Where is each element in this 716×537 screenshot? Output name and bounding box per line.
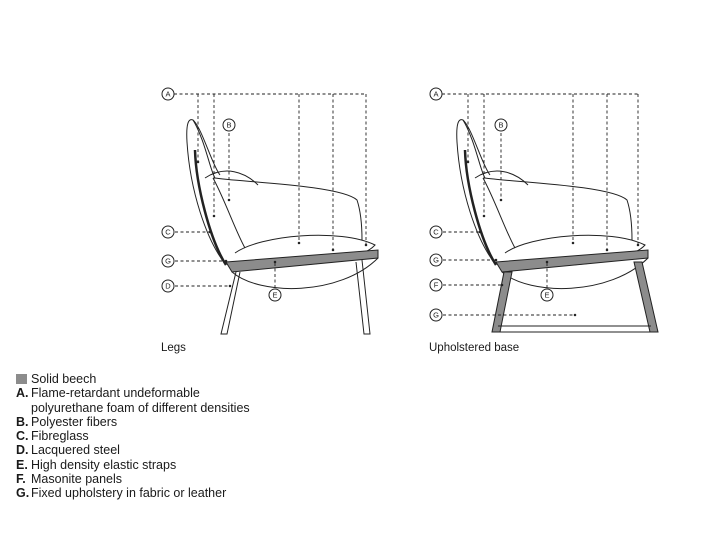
legend-item-c: C. Fibreglass xyxy=(16,429,250,443)
callouts-left: A B C G D E xyxy=(161,87,282,302)
callouts-right: A B C G F E G xyxy=(429,87,554,322)
callout-g: G xyxy=(161,254,175,268)
svg-text:C: C xyxy=(433,228,439,237)
legend-key: C. xyxy=(16,429,29,444)
chair-upholstered-drawing xyxy=(456,119,659,333)
svg-text:F: F xyxy=(434,281,439,290)
legend-text: Fixed upholstery in fabric or leather xyxy=(31,486,227,501)
svg-text:B: B xyxy=(226,121,231,130)
svg-text:C: C xyxy=(165,228,171,237)
legend-key: A. xyxy=(16,386,29,401)
callout-f: F xyxy=(429,278,443,292)
legend-item-a-continuation: polyurethane foam of different densities xyxy=(31,400,250,415)
svg-text:E: E xyxy=(544,291,549,300)
legend-key: B. xyxy=(16,414,29,429)
svg-text:E: E xyxy=(272,291,277,300)
legend-item-e: E. High density elastic straps xyxy=(16,458,250,472)
legend-text: Polyester fibers xyxy=(31,414,118,429)
callout-b: B xyxy=(222,118,236,132)
caption-upholstered-base: Upholstered base xyxy=(429,342,520,354)
legend-key: D. xyxy=(16,443,29,458)
legend-text: High density elastic straps xyxy=(31,457,177,472)
callout-a: A xyxy=(429,87,443,101)
legend-swatch-row: Solid beech xyxy=(16,372,250,386)
svg-text:A: A xyxy=(433,90,438,99)
callout-g-base: G xyxy=(429,308,443,322)
svg-text:B: B xyxy=(498,121,503,130)
legend-item-d: D. Lacquered steel xyxy=(16,443,250,457)
legend-item-b: B. Polyester fibers xyxy=(16,415,250,429)
chair-legs-callout-lines xyxy=(174,93,368,288)
callout-c: C xyxy=(429,225,443,239)
callout-c: C xyxy=(161,225,175,239)
chair-legs-drawing xyxy=(186,119,379,335)
svg-text:G: G xyxy=(433,311,439,320)
callout-e: E xyxy=(540,288,554,302)
svg-text:G: G xyxy=(433,256,439,265)
legend-text: Fibreglass xyxy=(31,429,89,444)
svg-text:G: G xyxy=(165,257,171,266)
legend-key: E. xyxy=(16,457,28,472)
callout-d: D xyxy=(161,279,175,293)
legend-text: Lacquered steel xyxy=(31,443,120,458)
solid-beech-swatch xyxy=(16,374,27,384)
legend-key: F. xyxy=(16,472,26,487)
svg-text:A: A xyxy=(165,90,170,99)
legend-swatch-label: Solid beech xyxy=(31,372,97,386)
legend-item-a: A. Flame-retardant undeformable xyxy=(16,386,250,400)
callout-a: A xyxy=(161,87,175,101)
legend-text: Masonite panels xyxy=(31,472,123,487)
caption-legs: Legs xyxy=(161,342,186,354)
legend-text: Flame-retardant undeformable xyxy=(31,386,200,401)
chair-upholstered-callout-lines xyxy=(442,93,640,317)
svg-text:D: D xyxy=(165,282,171,291)
legend-item-g: G. Fixed upholstery in fabric or leather xyxy=(16,486,250,500)
legend-item-f: F. Masonite panels xyxy=(16,472,250,486)
callout-g: G xyxy=(429,253,443,267)
callout-b: B xyxy=(494,118,508,132)
materials-legend: Solid beech A. Flame-retardant undeforma… xyxy=(16,372,250,501)
callout-e: E xyxy=(268,288,282,302)
legend-key: G. xyxy=(16,486,30,501)
